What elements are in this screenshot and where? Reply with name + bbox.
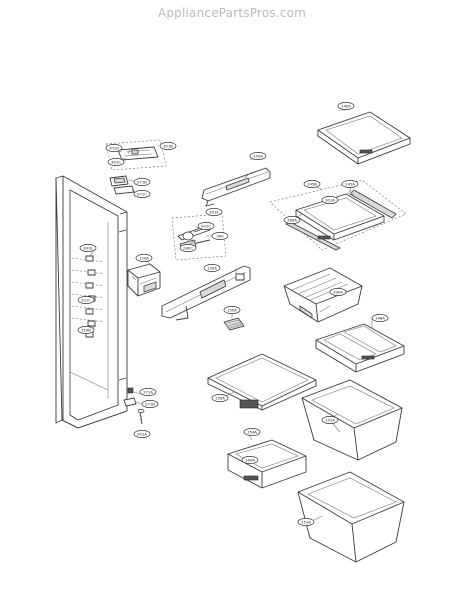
svg-text:150A: 150A [253,153,263,158]
callout-280a: 280A [283,216,301,224]
svg-text:300: 300 [216,233,224,238]
callout-120b: 120B [77,326,95,334]
callout-280c: 280C [179,244,197,252]
svg-text:145A: 145A [345,181,355,186]
svg-text:160A: 160A [245,457,255,462]
callout-301c-c: 301C [77,296,95,304]
svg-text:271B: 271B [137,179,147,184]
callout-301e: 301E [205,208,223,216]
callout-135a: 135A [203,264,221,272]
svg-text:301E: 301E [209,209,219,214]
svg-text:151B: 151B [301,519,311,524]
callout-140a: 140A [337,102,355,110]
drawer-160a [227,439,307,489]
callout-301e-b: 301E [79,244,97,252]
callout-301b: 301B [159,142,177,150]
svg-text:301A: 301A [325,197,335,202]
callout-301c: 301C [107,158,125,166]
callout-290a: 290A [329,288,347,296]
svg-text:280C: 280C [183,245,193,250]
callout-271c: 271C [133,190,151,198]
slide-shelf-assembly [269,179,407,251]
callout-271b: 271B [133,178,151,186]
upper-cover-150a [201,167,271,207]
crisper-tray-271a [283,267,363,323]
part-number-callouts: 140A 301B 301D 301C 271B 271C 150A 301E … [77,102,389,526]
callout-154a: 154A [243,428,261,436]
leader-lines [89,109,373,521]
callout-301c-b: 301C [197,222,215,230]
svg-text:120B: 120B [81,327,91,332]
hinge-hardware [123,387,145,425]
callout-301a-b: 301A [133,430,151,438]
callout-145b: 145B [303,180,321,188]
svg-text:301C: 301C [81,297,91,302]
glass-shelf-lower [207,353,317,411]
callout-151b: 151B [297,518,315,526]
callout-160a: 160A [241,456,259,464]
svg-text:301D: 301D [109,145,119,150]
svg-text:150A: 150A [227,307,237,312]
svg-text:135A: 135A [207,265,217,270]
callout-300: 300 [211,232,229,240]
small-housing-120a [127,263,161,297]
callout-146a: 146A [371,314,389,322]
small-filter-154a [223,317,245,331]
svg-text:151A: 151A [325,417,335,422]
callout-301a: 301A [321,196,339,204]
svg-text:290A: 290A [333,289,343,294]
callout-271b-b: 271B [141,400,159,408]
crisper-bin-151a [301,379,403,461]
callout-145a: 145A [341,180,359,188]
svg-text:271A: 271A [143,389,153,394]
double-tray-142a [315,323,405,373]
svg-text:301E: 301E [83,245,93,250]
svg-text:301A: 301A [137,431,147,436]
control-assembly-group [105,139,167,195]
watermark: AppliancePartsPros.com [157,6,307,20]
svg-text:154A: 154A [247,429,257,434]
svg-text:145B: 145B [307,181,317,186]
svg-text:301C: 301C [201,223,211,228]
lower-cover-145a [161,265,251,321]
svg-text:271B: 271B [145,401,155,406]
svg-text:271C: 271C [137,191,147,196]
glass-shelf-140a [317,111,411,165]
callout-150a-mid: 150A [223,306,241,314]
callout-151a: 151A [321,416,339,424]
svg-text:150A: 150A [215,395,225,400]
svg-text:301B: 301B [163,143,173,148]
callout-301d: 301D [105,144,123,152]
callout-271a: 271A [139,388,157,396]
refrigerator-cabinet [55,175,128,429]
crisper-bin-151b [297,471,405,563]
svg-text:301C: 301C [111,159,121,164]
svg-text:146A: 146A [375,315,385,320]
callout-150a-top: 150A [249,152,267,160]
svg-text:140A: 140A [341,103,351,108]
callout-150a-low: 150A [211,394,229,402]
svg-text:120A: 120A [139,255,149,260]
svg-text:280A: 280A [287,217,297,222]
callout-120a: 120A [135,254,153,262]
